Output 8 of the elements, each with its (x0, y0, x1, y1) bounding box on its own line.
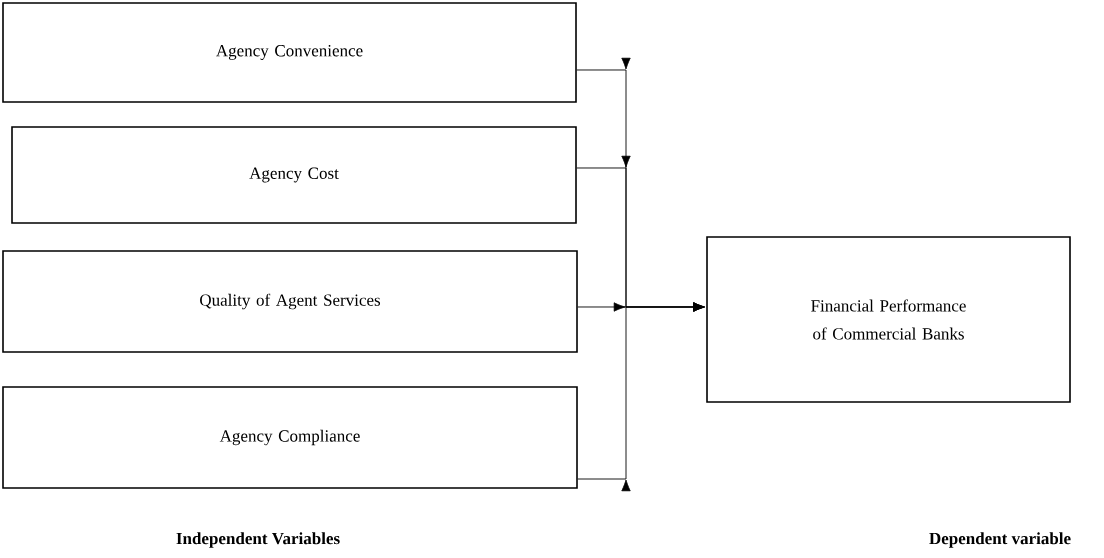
axis-label: Dependent variable (929, 532, 1071, 548)
text-box: Financial Performance of Commercial Banks (706, 236, 1071, 403)
arrow (577, 302, 705, 492)
text-box: Agency Compliance (2, 386, 578, 489)
text-box: Agency Convenience (2, 2, 577, 103)
text-box: Agency Cost (11, 126, 577, 224)
text-box: Quality of Agent Services (2, 250, 578, 353)
axis-label: Independent Variables (176, 532, 340, 548)
